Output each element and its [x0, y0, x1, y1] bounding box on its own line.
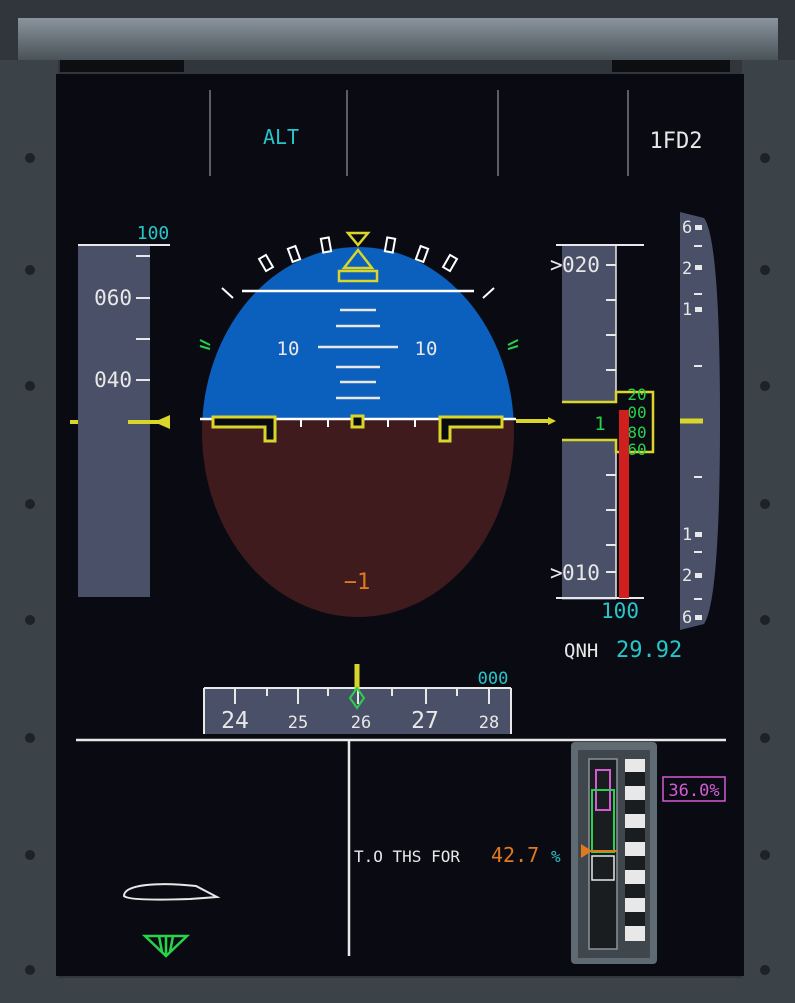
vsi-label-2-up: 2 [682, 259, 692, 279]
ground-reference-bar [619, 410, 629, 598]
heading-label-24: 24 [221, 708, 249, 734]
altitude-drum-4: 60 [627, 440, 646, 459]
to-ths-unit: % [551, 847, 561, 866]
altitude-upper-label: 020 [562, 253, 600, 277]
bank-pointer-icon [345, 231, 371, 247]
heading-selected: 000 [478, 669, 509, 689]
slat-flap-wing-icon [122, 883, 221, 901]
fma-dividers [209, 90, 629, 176]
speed-tape: 100 060 040 [70, 223, 170, 597]
altitude-drum-2: 00 [627, 403, 646, 422]
aircraft-symbol [211, 414, 504, 443]
bank-scale [221, 236, 495, 299]
heading-label-25: 25 [288, 713, 308, 733]
vsi-label-6-up: 6 [682, 218, 692, 238]
vsi-label-1-up: 1 [682, 300, 692, 320]
sideslip-readout: −1 [344, 570, 371, 595]
to-ths-value: 42.7 [491, 843, 539, 867]
speed-reference-triangle [154, 415, 170, 429]
qnh-value: 29.92 [616, 638, 682, 663]
flap-indicator-icon [141, 934, 191, 958]
trim-position-pointer-icon [581, 844, 592, 858]
heading-label-27: 27 [411, 708, 439, 734]
vsi-label-6-down: 6 [682, 608, 692, 628]
altitude-lower-label: 010 [562, 561, 600, 585]
heading-label-28: 28 [479, 713, 499, 733]
altitude-drum-1: 20 [627, 385, 646, 404]
cg-value: 36.0% [668, 781, 719, 801]
altitude-drum-digit: 1 [594, 413, 605, 435]
bezel-screws [25, 153, 770, 975]
speed-target-label: 100 [137, 223, 170, 244]
top-bezel [18, 18, 778, 60]
altitude-readout-window [562, 390, 655, 454]
pitch-label-left: 10 [277, 338, 300, 360]
pitch-label-right: 10 [415, 338, 438, 360]
vertical-speed-indicator: 6 2 1 1 2 6 [680, 212, 720, 630]
speed-tick-060: 060 [94, 286, 132, 310]
pitch-ladder [318, 308, 398, 400]
heading-label-26: 26 [351, 713, 371, 733]
speed-tick-040: 040 [94, 368, 132, 392]
fma-fd-status: 1FD2 [650, 129, 703, 154]
altitude-lower-marker: > [550, 561, 563, 585]
vsi-label-1-down: 1 [682, 525, 692, 545]
pitch-trim-wheel [571, 742, 657, 964]
to-ths-label: T.O THS FOR [354, 847, 460, 866]
track-diamond-icon [348, 686, 366, 710]
altitude-selected: 100 [601, 599, 639, 623]
vsi-label-2-down: 2 [682, 566, 692, 586]
altitude-upper-marker: > [550, 253, 563, 277]
roll-index-icon [341, 247, 375, 270]
altitude-drum-3: 80 [627, 423, 646, 442]
qnh-label: QNH [564, 640, 598, 662]
altitude-tape: > 020 > 010 1 20 00 80 60 100 QNH 29.92 [516, 244, 682, 663]
fma-vertical-mode: ALT [263, 125, 299, 149]
heading-scale: 24 25 26 27 28 000 [203, 664, 512, 734]
